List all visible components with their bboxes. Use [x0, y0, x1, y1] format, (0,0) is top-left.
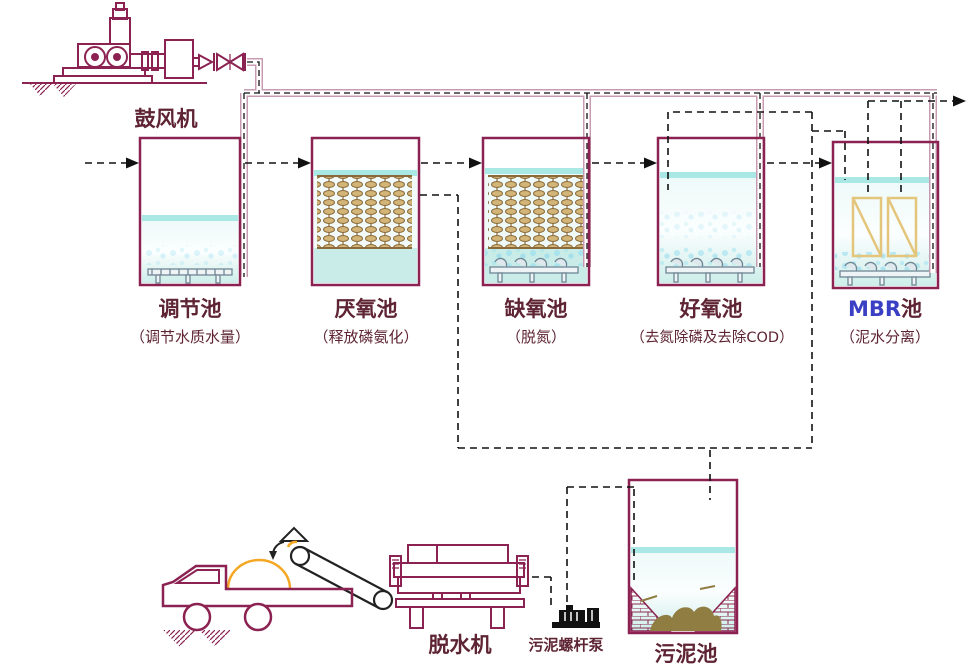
arrow-effluent	[953, 95, 966, 107]
tank-aerobic-caption: （去氮除磷及去除COD）	[630, 329, 793, 346]
valve-icon	[216, 52, 232, 72]
arrow-to-anoxic	[469, 157, 482, 169]
flow-lines	[85, 95, 966, 605]
packing-media	[317, 175, 584, 249]
arrow-to-mbr	[819, 157, 832, 169]
labels: 鼓风机 调节池 （调节水质水量） 厌氧池 （释放磷氨化） 缺氧池 （脱氮） 好氧…	[130, 107, 930, 666]
screw-pump-label: 污泥螺杆泵	[528, 636, 603, 654]
tank-anaerobic-label: 厌氧池	[335, 297, 398, 321]
arrow-inlet	[126, 157, 139, 169]
tank-regulation-caption: （调节水质水量）	[130, 328, 250, 346]
tank-aerobic-label: 好氧池	[679, 297, 743, 321]
arrow-to-anaerobic	[298, 157, 311, 169]
tank-anaerobic-caption: （释放磷氨化）	[313, 328, 418, 346]
tank-anaerobic	[310, 136, 421, 287]
arrow-to-aerobic	[644, 157, 657, 169]
blower-label: 鼓风机	[135, 107, 198, 131]
dewatering-machine	[389, 544, 529, 629]
blower-unit	[22, 2, 246, 97]
mbr-membrane-modules	[851, 196, 918, 258]
tank-sludge	[627, 478, 739, 635]
sludge-truck	[161, 558, 354, 647]
sludge-mound	[226, 558, 292, 590]
screw-pump-unit	[552, 605, 600, 628]
tank-anoxic-caption: （脱氮）	[506, 328, 566, 346]
tank-borders	[138, 136, 940, 635]
tank-mbr-caption: （泥水分离）	[840, 328, 930, 346]
tank-aerobic	[656, 136, 766, 287]
sludge-tank-internals	[630, 585, 736, 632]
conveyor	[269, 526, 394, 611]
aeration-diffusers	[147, 257, 931, 286]
air-duct	[240, 58, 937, 277]
tank-mbr	[831, 140, 940, 290]
discharge-marker-icon	[278, 526, 310, 542]
tank-anoxic	[481, 136, 591, 287]
sludge-pile	[650, 606, 722, 631]
tank-anoxic-label: 缺氧池	[505, 297, 568, 321]
dewatering-machine-label: 脱水机	[429, 633, 492, 657]
tank-regulation	[138, 136, 242, 287]
rotation-arrow-icon	[269, 551, 277, 560]
tank-regulation-label: 调节池	[159, 297, 222, 321]
sludge-tank-label: 污泥池	[655, 642, 718, 666]
tank-mbr-label: MBR池	[848, 297, 922, 321]
